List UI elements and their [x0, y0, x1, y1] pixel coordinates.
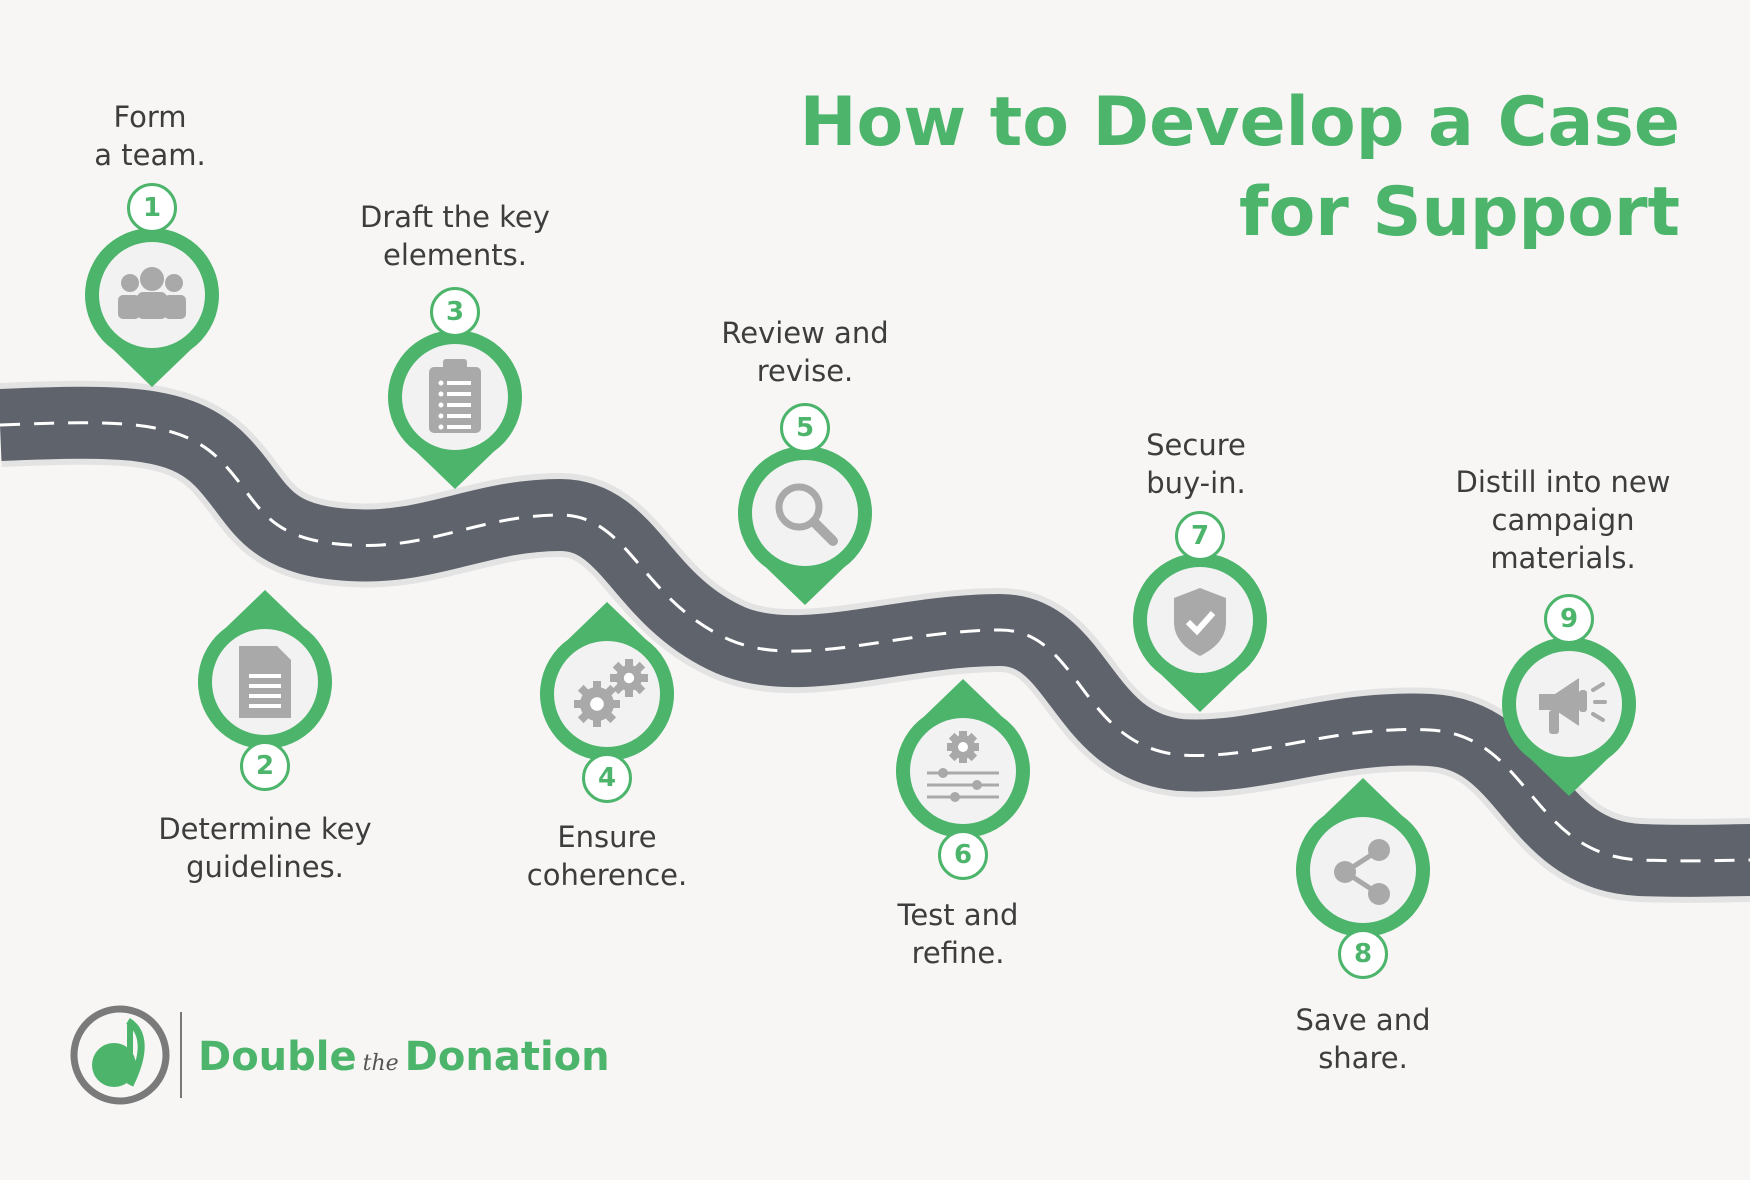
step-number-badge: 8 — [1338, 929, 1388, 979]
step-number-badge: 5 — [780, 403, 830, 453]
pin-step-9 — [1502, 636, 1637, 796]
step-number-badge: 9 — [1544, 594, 1594, 644]
step-label-line: campaign — [1491, 503, 1635, 537]
step-label-line: Secure — [1146, 428, 1246, 462]
pin-step-1 — [84, 227, 220, 387]
pin-step-6 — [895, 679, 1030, 838]
step-label-line: share. — [1318, 1041, 1408, 1075]
step-label: Review and revise. — [655, 314, 955, 390]
step-label-line: elements. — [383, 238, 527, 272]
step-label: Draft the key elements. — [305, 198, 605, 274]
brand-logo — [70, 1005, 170, 1105]
step-label-line: materials. — [1490, 541, 1636, 575]
step-label-line: Review and — [721, 316, 889, 350]
settings-sliders-icon — [927, 731, 999, 802]
team-icon — [118, 267, 186, 319]
step-label-line: revise. — [756, 354, 854, 388]
pin-icon-circle — [752, 460, 858, 566]
megaphone-icon — [1539, 678, 1607, 734]
pin-step-2 — [197, 590, 332, 750]
pin-step-8 — [1296, 778, 1431, 937]
pin-step-5 — [738, 445, 872, 605]
step-number-badge: 1 — [127, 183, 177, 233]
document-icon — [239, 646, 291, 718]
step-label: Ensure coherence. — [457, 818, 757, 894]
page-title: How to Develop a Case for Support — [799, 83, 1680, 252]
step-label-line: a team. — [94, 138, 206, 172]
step-label-line: buy-in. — [1146, 466, 1246, 500]
pin-step-3 — [388, 329, 522, 489]
step-number-badge: 7 — [1175, 511, 1225, 561]
step-label: Test and refine. — [808, 896, 1108, 972]
step-label-line: coherence. — [526, 858, 688, 892]
magnifier-icon — [775, 483, 838, 546]
step-number-badge: 6 — [938, 830, 988, 880]
pin-step-4 — [539, 602, 674, 761]
pin-icon-circle — [1310, 817, 1416, 923]
brand-divider — [180, 1012, 182, 1098]
gears-icon — [574, 659, 648, 727]
step-label-line: Determine key — [158, 812, 372, 846]
step-label-line: Draft the key — [360, 200, 550, 234]
step-number-badge: 2 — [240, 741, 290, 791]
step-label-line: Distill into new — [1455, 465, 1671, 499]
step-label-line: Ensure — [557, 820, 657, 854]
shield-check-icon — [1174, 588, 1226, 656]
step-label: Save and share. — [1213, 1001, 1513, 1077]
step-number-badge: 3 — [430, 287, 480, 337]
share-icon — [1334, 839, 1390, 905]
step-label: Determine key guidelines. — [115, 810, 415, 886]
road — [0, 380, 1750, 903]
step-label-line: Form — [113, 100, 187, 134]
step-label: Secure buy-in. — [1046, 426, 1346, 502]
step-number-badge: 4 — [582, 753, 632, 803]
step-label: Form a team. — [0, 98, 300, 174]
pin-step-7 — [1132, 553, 1267, 712]
step-label-line: refine. — [911, 936, 1005, 970]
step-label-line: Save and — [1295, 1003, 1431, 1037]
step-label: Distill into new campaign materials. — [1413, 463, 1713, 577]
step-label-line: guidelines. — [186, 850, 344, 884]
step-label-line: Test and — [897, 898, 1019, 932]
clipboard-icon — [429, 359, 481, 433]
